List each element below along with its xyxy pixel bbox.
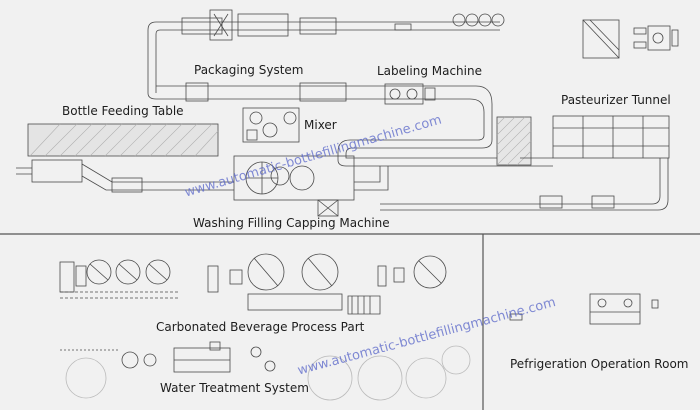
pasteurizer-tunnel <box>380 115 670 211</box>
label-mixer: Mixer <box>304 118 337 132</box>
label-packaging-system: Packaging System <box>194 63 304 77</box>
pallet <box>582 19 620 59</box>
packaging-machine <box>209 9 233 41</box>
carbonated-process-equipment <box>59 253 523 321</box>
forklift <box>633 25 679 51</box>
refrigeration-equipment <box>589 293 659 325</box>
washing-filling-capping-machine <box>180 155 389 217</box>
label-pasteurizer-tunnel: Pasteurizer Tunnel <box>561 93 671 107</box>
label-labeling-machine: Labeling Machine <box>377 64 482 78</box>
label-refrigeration-room: Pefrigeration Operation Room <box>510 357 689 371</box>
label-bottle-feeding-table: Bottle Feeding Table <box>62 104 184 118</box>
bottle-feeding-table <box>16 123 219 193</box>
water-treatment-equipment <box>60 341 471 401</box>
label-carbonated-beverage: Carbonated Beverage Process Part <box>156 320 365 334</box>
label-water-treatment: Water Treatment System <box>160 381 309 395</box>
packaging-conveyor <box>147 13 505 102</box>
labeling-conveyor <box>330 83 520 167</box>
label-washing-filling-capping: Washing Filling Capping Machine <box>193 216 390 230</box>
mixer <box>242 107 300 143</box>
